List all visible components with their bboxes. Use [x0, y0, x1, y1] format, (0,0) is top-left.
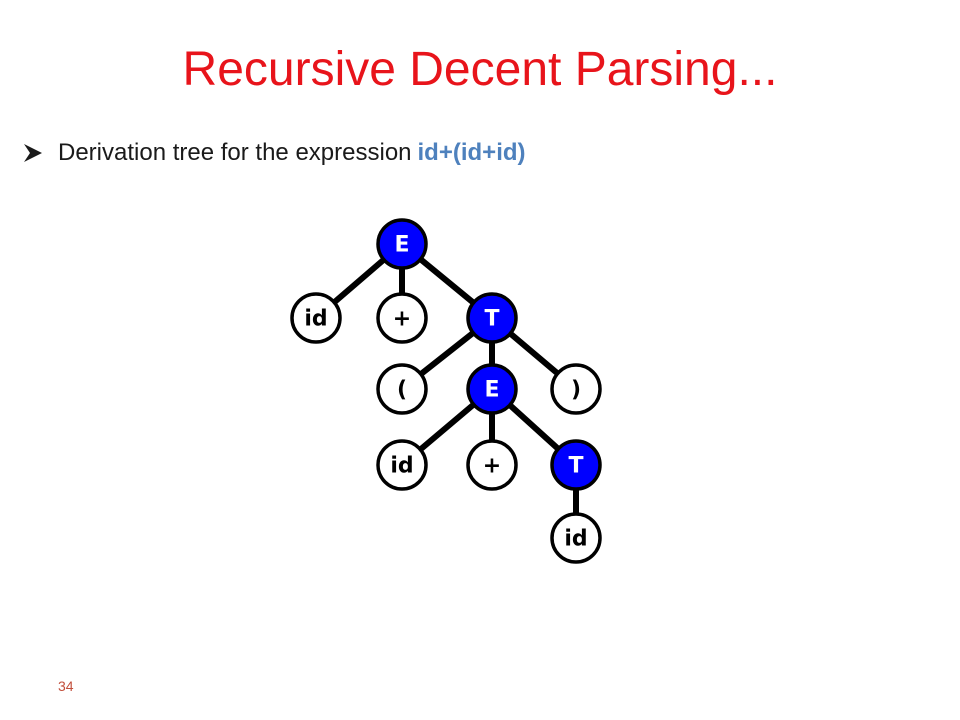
node-circle [290, 292, 342, 344]
node-circle [466, 439, 518, 491]
bullet-text: Derivation tree for the expression [58, 139, 412, 166]
bullet-item: Derivation tree for the expression id+(i… [22, 136, 526, 170]
terminal-node: + [376, 292, 428, 344]
nonterminal-node: T [550, 439, 602, 491]
terminal-node: id [376, 439, 428, 491]
node-circle [550, 363, 602, 415]
node-label: id [390, 454, 413, 479]
terminal-node: + [466, 439, 518, 491]
node-label: E [484, 378, 499, 403]
node-circle [550, 512, 602, 564]
terminal-node: id [550, 512, 602, 564]
slide-title: Recursive Decent Parsing... [182, 43, 778, 96]
node-circle [550, 439, 602, 491]
node-label: id [304, 307, 327, 332]
node-label: T [484, 307, 499, 332]
node-circle [466, 292, 518, 344]
terminal-node: ) [550, 363, 602, 415]
nonterminal-node: E [466, 363, 518, 415]
node-label: + [393, 307, 411, 332]
arrow-bullet-icon [24, 144, 42, 162]
node-circle [376, 218, 428, 270]
node-circle [376, 292, 428, 344]
node-label: ) [571, 378, 581, 403]
node-label: T [568, 454, 583, 479]
terminal-node: id [290, 292, 342, 344]
node-circle [466, 363, 518, 415]
page-number: 34 [58, 678, 74, 694]
nonterminal-node: E [376, 218, 428, 270]
node-label: id [564, 527, 587, 552]
expression-highlight: id+(id+id) [417, 139, 526, 166]
node-label: ( [397, 378, 407, 403]
node-circle [376, 363, 428, 415]
node-circle [376, 439, 428, 491]
node-label: E [394, 233, 409, 258]
nonterminal-node: T [466, 292, 518, 344]
tree-nodes: Eid + T ( E) id + Tid [290, 218, 602, 564]
tree-edges [313, 241, 579, 541]
node-label: + [483, 454, 501, 479]
derivation-tree: Eid + T ( E) id + Tid [290, 218, 602, 564]
terminal-node: ( [376, 363, 428, 415]
